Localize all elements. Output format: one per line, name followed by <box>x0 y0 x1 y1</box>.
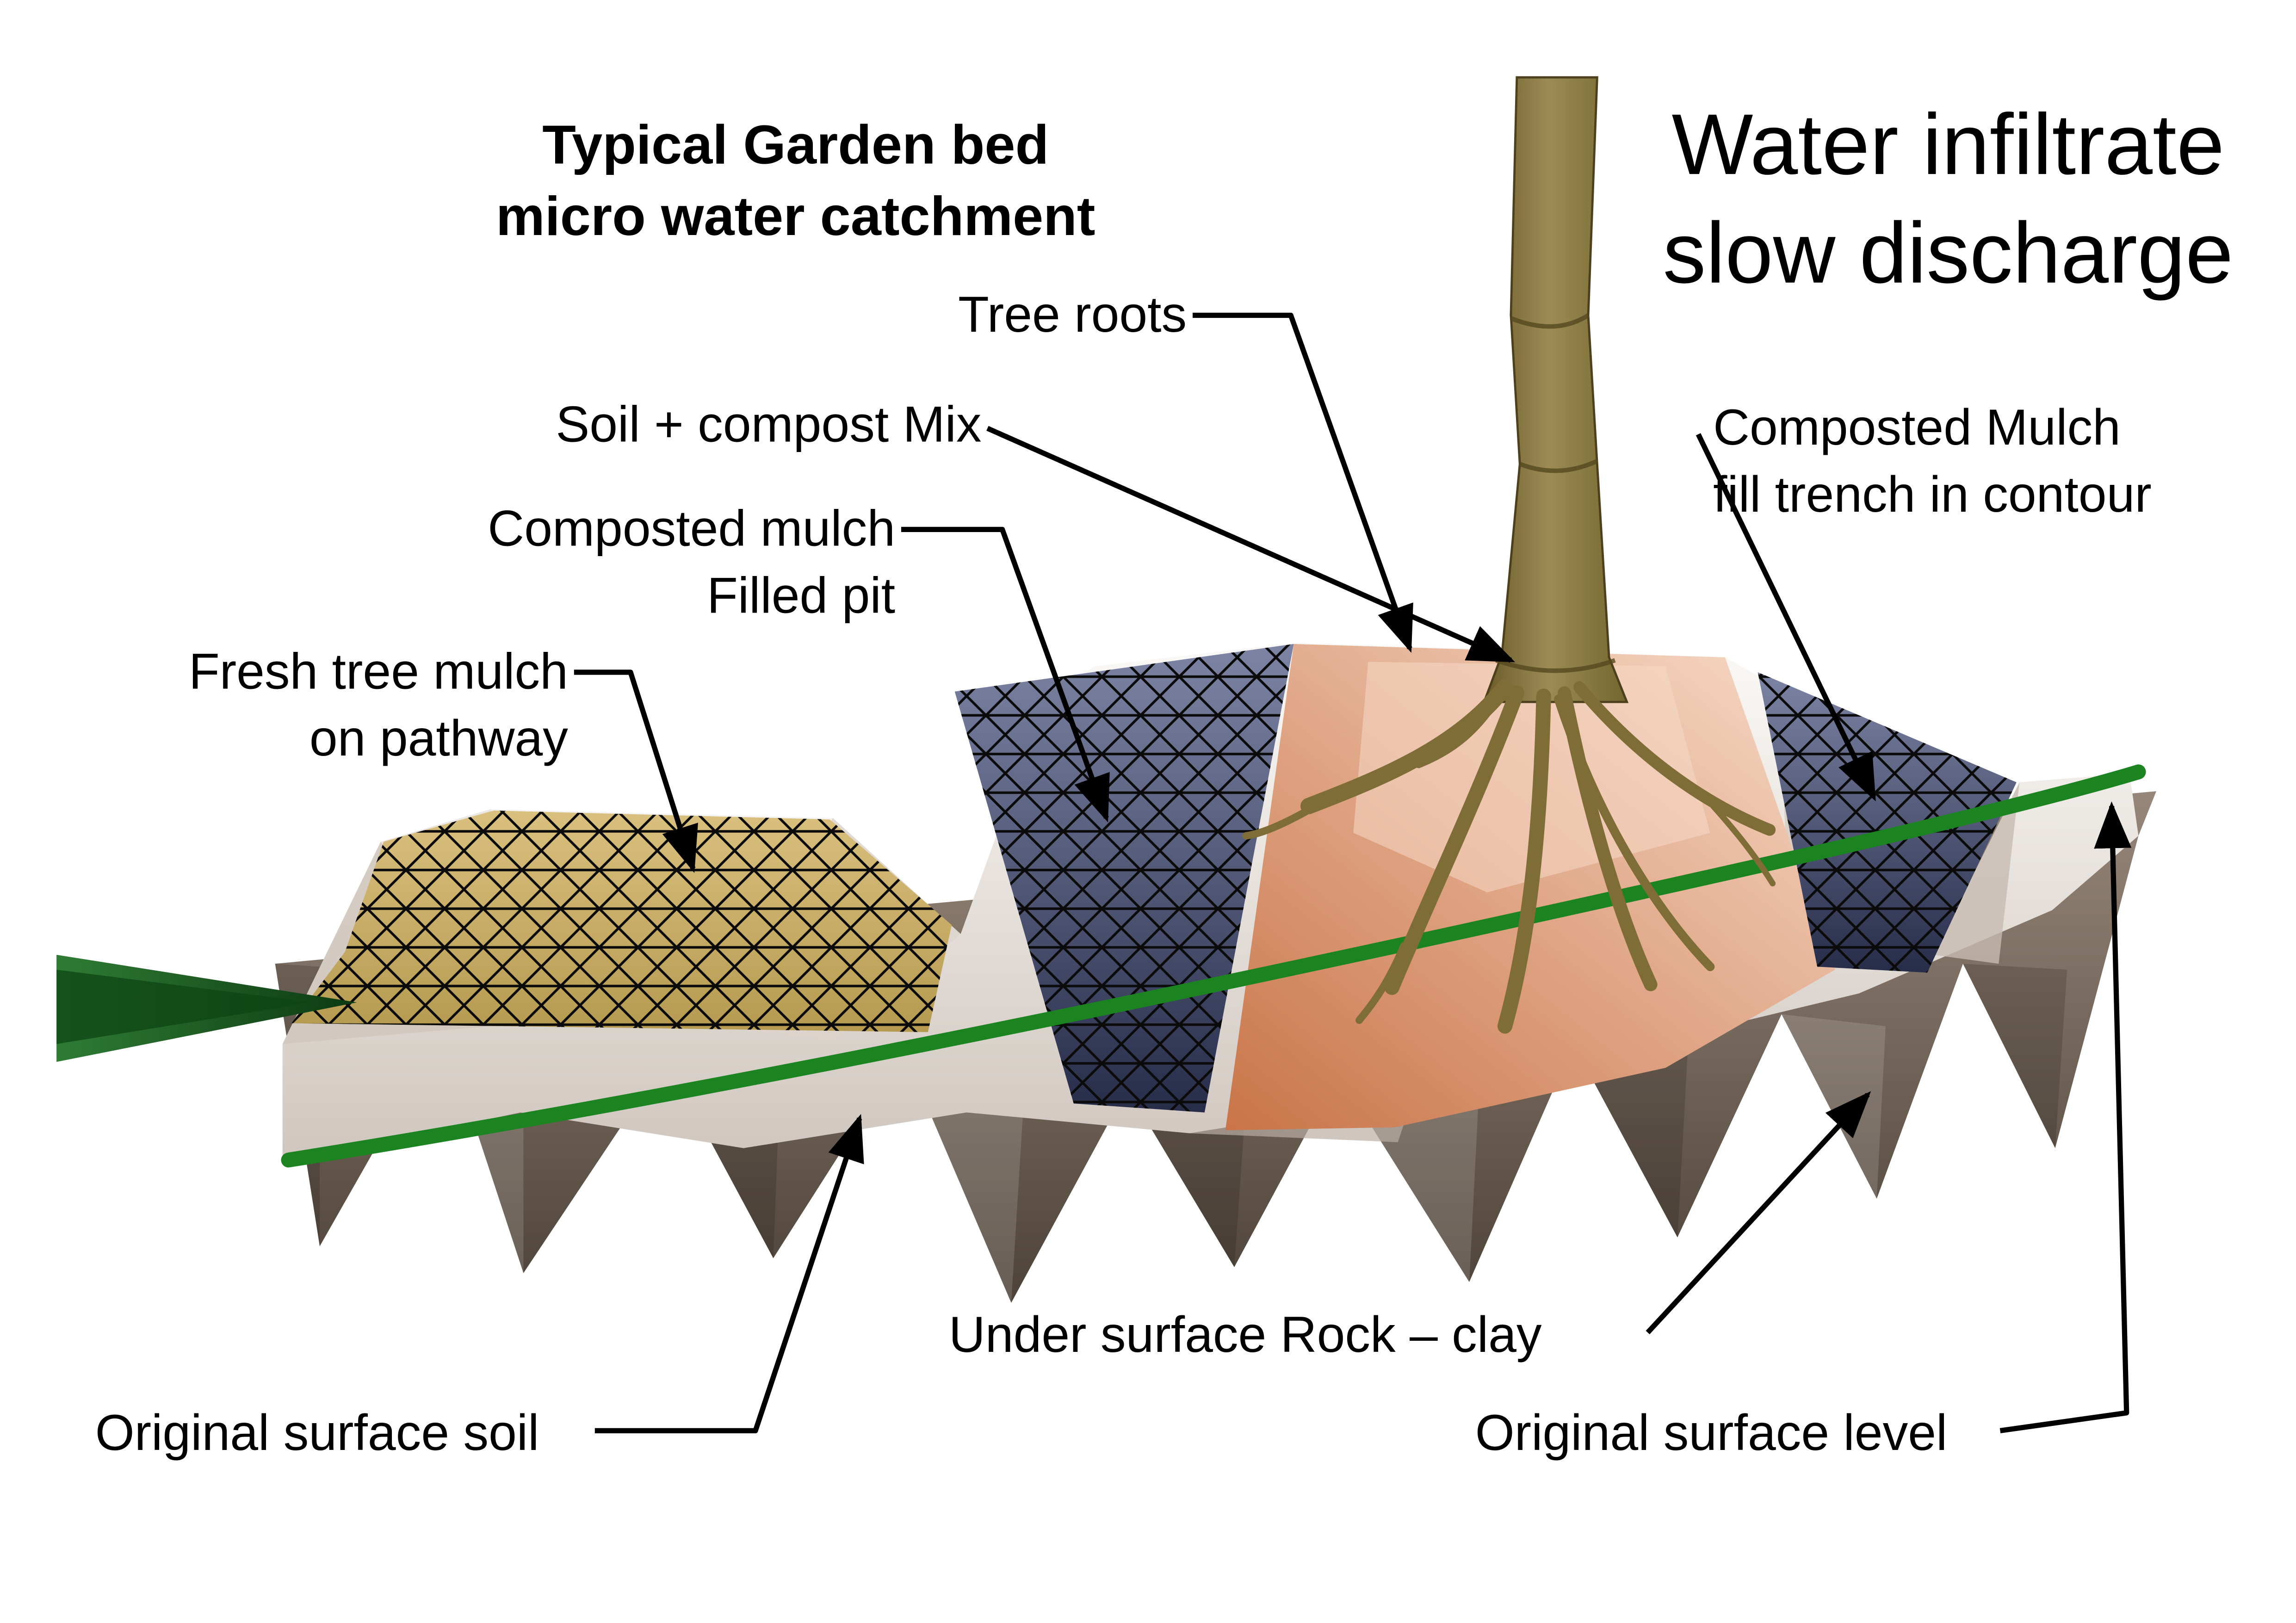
leader-trench <box>1696 433 1876 802</box>
heading-water-infiltrate: Water infiltrate slow discharge <box>1606 92 2290 308</box>
leader-lines <box>574 312 2132 1433</box>
label-soil-compost-mix: Soil + compost Mix <box>556 397 982 454</box>
composted-mulch-trench <box>1758 672 2017 973</box>
diagram-title-line2: micro water catchment <box>495 186 1095 247</box>
leader-mulch-pit <box>901 527 1110 823</box>
leader-original-level <box>1999 801 2132 1433</box>
label-composted-mulch-pit: Composted mulch Filled pit <box>488 501 896 625</box>
label-original-surface-level: Original surface level <box>1475 1405 1948 1462</box>
leader-fresh-mulch <box>574 669 698 873</box>
composted-mulch-pit <box>954 644 1294 1113</box>
diagram-title-line1: Typical Garden bed <box>542 114 1049 176</box>
fresh-mulch-pathway <box>291 810 952 1032</box>
leader-original-soil <box>594 1114 864 1433</box>
grass-wedge <box>56 954 357 1062</box>
label-tree-roots: Tree roots <box>958 287 1187 344</box>
leader-under-surface <box>1646 1091 1871 1335</box>
heading-line1: Water infiltrate <box>1671 96 2225 193</box>
heading-line2: slow discharge <box>1663 204 2234 301</box>
leader-soil-compost <box>986 426 1516 663</box>
original-surface-level-line <box>281 764 2146 1168</box>
label-fresh-tree-mulch: Fresh tree mulch on pathway <box>188 644 568 768</box>
leader-tree-roots <box>1193 312 1413 653</box>
label-composted-mulch-trench: Composted Mulch fill trench in contour <box>1713 400 2152 524</box>
label-under-surface-rock-clay: Under surface Rock – clay <box>948 1307 1542 1364</box>
label-original-surface-soil: Original surface soil <box>95 1405 539 1462</box>
tree-trunk <box>1482 76 1629 703</box>
tree-roots <box>1242 679 1776 1034</box>
diagram-title: Typical Garden bed micro water catchment <box>424 110 1167 253</box>
